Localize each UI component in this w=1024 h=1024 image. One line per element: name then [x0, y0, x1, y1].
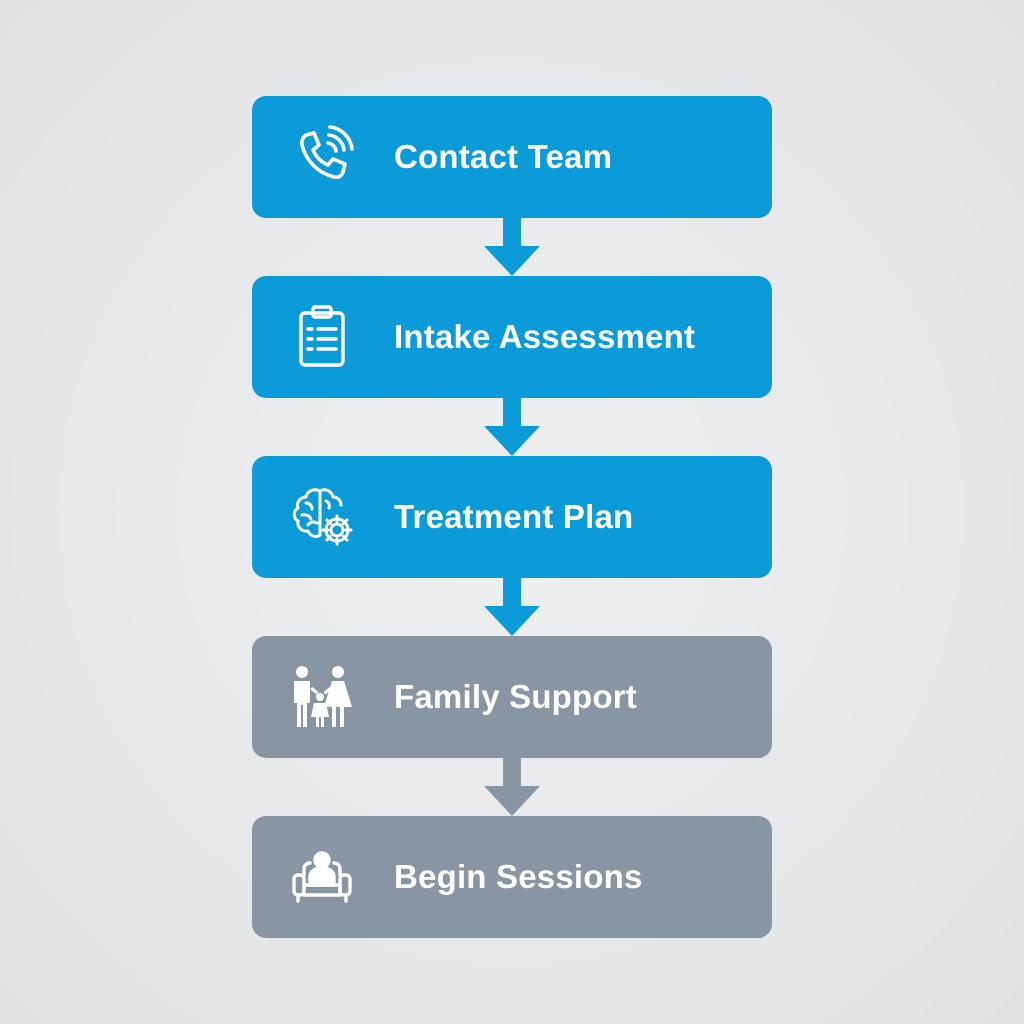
step-begin-sessions: Begin Sessions [252, 816, 772, 938]
arrow-connector [252, 758, 772, 816]
brain-gear-icon [286, 481, 358, 553]
step-label: Family Support [394, 678, 637, 715]
arrow-connector [252, 578, 772, 636]
step-intake-assessment: Intake Assessment [252, 276, 772, 398]
person-couch-icon [286, 841, 358, 913]
step-label: Intake Assessment [394, 318, 696, 355]
step-contact-team: Contact Team [252, 96, 772, 218]
arrow-connector [252, 398, 772, 456]
process-flowchart: Contact Team Intake Assessment [252, 96, 772, 938]
step-label: Treatment Plan [394, 498, 634, 535]
step-label: Contact Team [394, 138, 613, 175]
family-icon [286, 661, 358, 733]
step-label: Begin Sessions [394, 858, 643, 895]
phone-icon [286, 121, 358, 193]
step-treatment-plan: Treatment Plan [252, 456, 772, 578]
step-family-support: Family Support [252, 636, 772, 758]
arrow-connector [252, 218, 772, 276]
clipboard-icon [286, 301, 358, 373]
